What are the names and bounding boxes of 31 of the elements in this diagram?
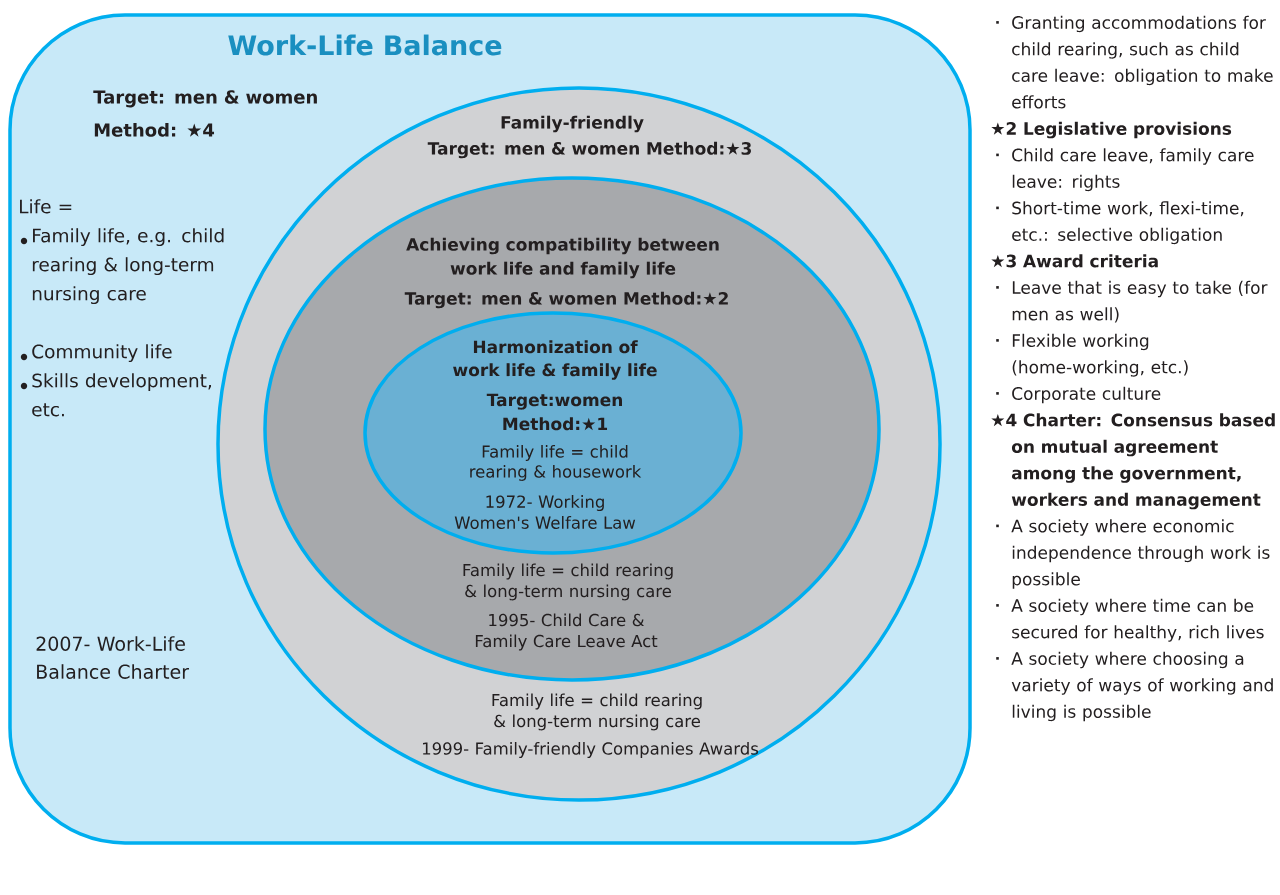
bullet-item: Short-time work, flexi-time, etc.: selective obligation <box>996 201 1244 245</box>
list-heading: Life = <box>20 199 72 214</box>
target-method-text: Target: men & women Method:★3 <box>427 141 751 159</box>
bullet-item: Leave that is easy to take (for men as well) <box>996 280 1268 323</box>
year-text: 1972- Working Women's Welfare Law <box>454 495 636 529</box>
bullet-item: Corporate culture <box>996 386 1161 404</box>
target-method-text: Target: men & women Method: ★4 <box>93 90 317 137</box>
bullet-item: Granting accommodations for child rearing, such as child care leave: obligation to make efforts <box>996 15 1273 109</box>
heading: Achieving compatibility between work life and family life <box>406 237 719 279</box>
title: Work-Life Balance <box>228 34 502 56</box>
bullet-text: Skills development, etc. <box>32 373 211 417</box>
heading: Harmonization of work life & family life <box>453 340 657 380</box>
target-method-text: Target:women Method:★1 <box>486 393 622 431</box>
target-method-text: Target: men & women Method:★2 <box>404 291 728 309</box>
bullet-item: A society where economic independence through work is possible <box>996 519 1270 589</box>
section-heading: ★2 Legislative provisions <box>991 121 1232 139</box>
bullet-item: A society where time can be secured for healthy, rich lives <box>996 598 1264 642</box>
year-text: 1999- Family-friendly Companies Awards <box>423 742 759 758</box>
heading: Family-friendly <box>501 115 644 133</box>
body-text: Family life = child rearing & housework <box>470 445 642 481</box>
section-heading: ★4 Charter: Consensus based on mutual agreement among the government, workers and management <box>991 413 1275 510</box>
bullet-item: Child care leave, family care leave: rights <box>996 148 1254 192</box>
bullet-item: Flexible working (home-working, etc.) <box>996 333 1188 377</box>
bullet-text: Family life, e.g. child rearing & long-term nursing care <box>32 228 224 305</box>
year-text: 2007- Work-Life Balance Charter <box>36 636 190 679</box>
bullet-item: A society where choosing a variety of ways of working and living is possible <box>996 651 1273 722</box>
body-text: Family life = child rearing & long-term nursing care <box>492 693 702 731</box>
section-heading: ★3 Award criteria <box>991 254 1158 268</box>
year-text: 1995- Child Care & Family Care Leave Act <box>475 613 658 651</box>
bullet-text: Community life <box>32 344 172 363</box>
body-text: Family life = child rearing & long-term nursing care <box>463 563 673 601</box>
